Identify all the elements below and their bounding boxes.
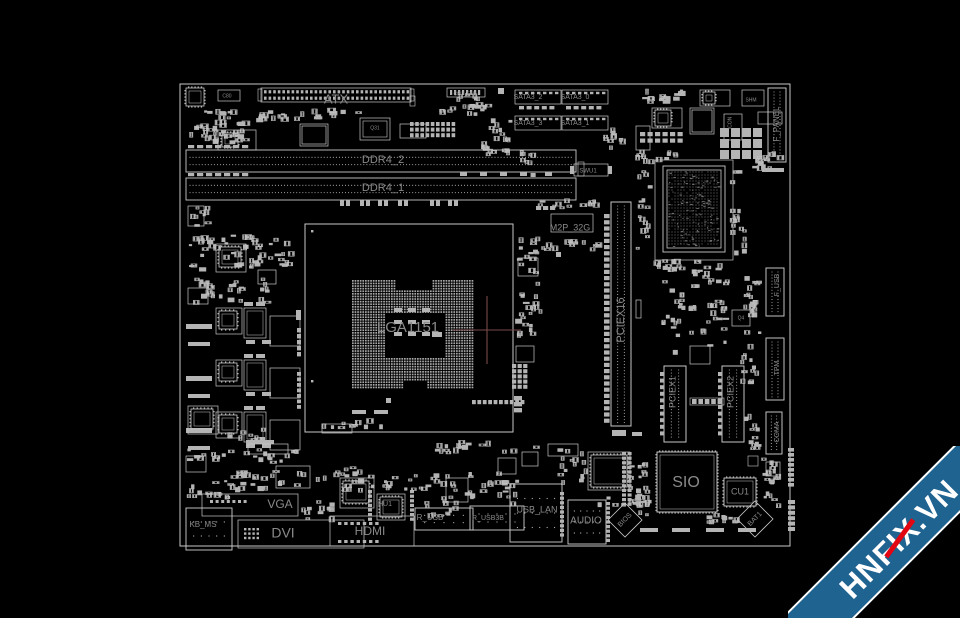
- silk-label-ddr4-slot-1: DDR4_1: [362, 182, 404, 194]
- silk-label-pciex2-slot: PCIEX2: [725, 376, 735, 408]
- silk-label-hdmi-port: HDMI: [355, 524, 386, 538]
- silk-label-vga-port: VGA: [267, 497, 292, 511]
- silk-label-sio-chip: SIO: [672, 474, 700, 491]
- silk-label-pciex1-slot: PCIEX1: [667, 376, 677, 408]
- silk-label-swu1-header: SWU1: [579, 169, 597, 175]
- silk-label-shm-component: SHM: [745, 97, 756, 103]
- silk-label-icon-component: ICON: [727, 116, 733, 129]
- silk-label-q4-component: Q4: [738, 315, 745, 321]
- silk-label-sata3-0: SATA3_0: [561, 94, 590, 101]
- silk-label-audio-port: AUDIO: [570, 516, 602, 527]
- origin-crosshair-group: [453, 296, 521, 364]
- silk-label-r-usb-port: R_USB: [417, 513, 444, 522]
- silk-label-dvi-port: DVI: [271, 525, 294, 541]
- silk-label-kb-ms-port: KB_MS: [189, 520, 216, 529]
- silk-label-usb-lan-port: USB_LAN: [516, 504, 557, 514]
- silk-label-cpu-fan-header: CPU_FAN: [453, 91, 476, 97]
- silk-label-sata3-1: SATA3_1: [561, 120, 590, 127]
- silk-label-sata3-2: SATA3_2: [514, 94, 543, 101]
- silk-label-atx-connector: ATX: [324, 91, 349, 106]
- silk-label-m2p-32g-slot: M2P_32G: [550, 222, 591, 232]
- silk-label-f-panel-header: F_PANEL: [772, 106, 781, 142]
- silk-label-tpm-header: TPM: [774, 360, 781, 375]
- silk-label-lga1151-socket: LGA1151: [377, 319, 439, 336]
- silk-label-q31-component: Q31: [370, 125, 380, 131]
- silk-label-hu1-chip: HU1: [378, 501, 392, 508]
- silk-label-f-usb-header: F_USB: [774, 273, 781, 296]
- silk-label-sata3-3: SATA3_3: [514, 120, 543, 127]
- silk-label-pciex16-slot: PCIEX16: [615, 297, 627, 342]
- silk-label-c80-component: C80: [222, 93, 231, 99]
- pcb-geometry-group: [179, 83, 795, 551]
- silk-label-cu1-chip: CU1: [731, 486, 749, 496]
- silk-label-coma-header: COMA: [774, 421, 781, 442]
- silk-label-r-usb3b-port: R_USB3B: [472, 515, 504, 522]
- silk-label-ddr4-slot-2: DDR4_2: [362, 154, 404, 166]
